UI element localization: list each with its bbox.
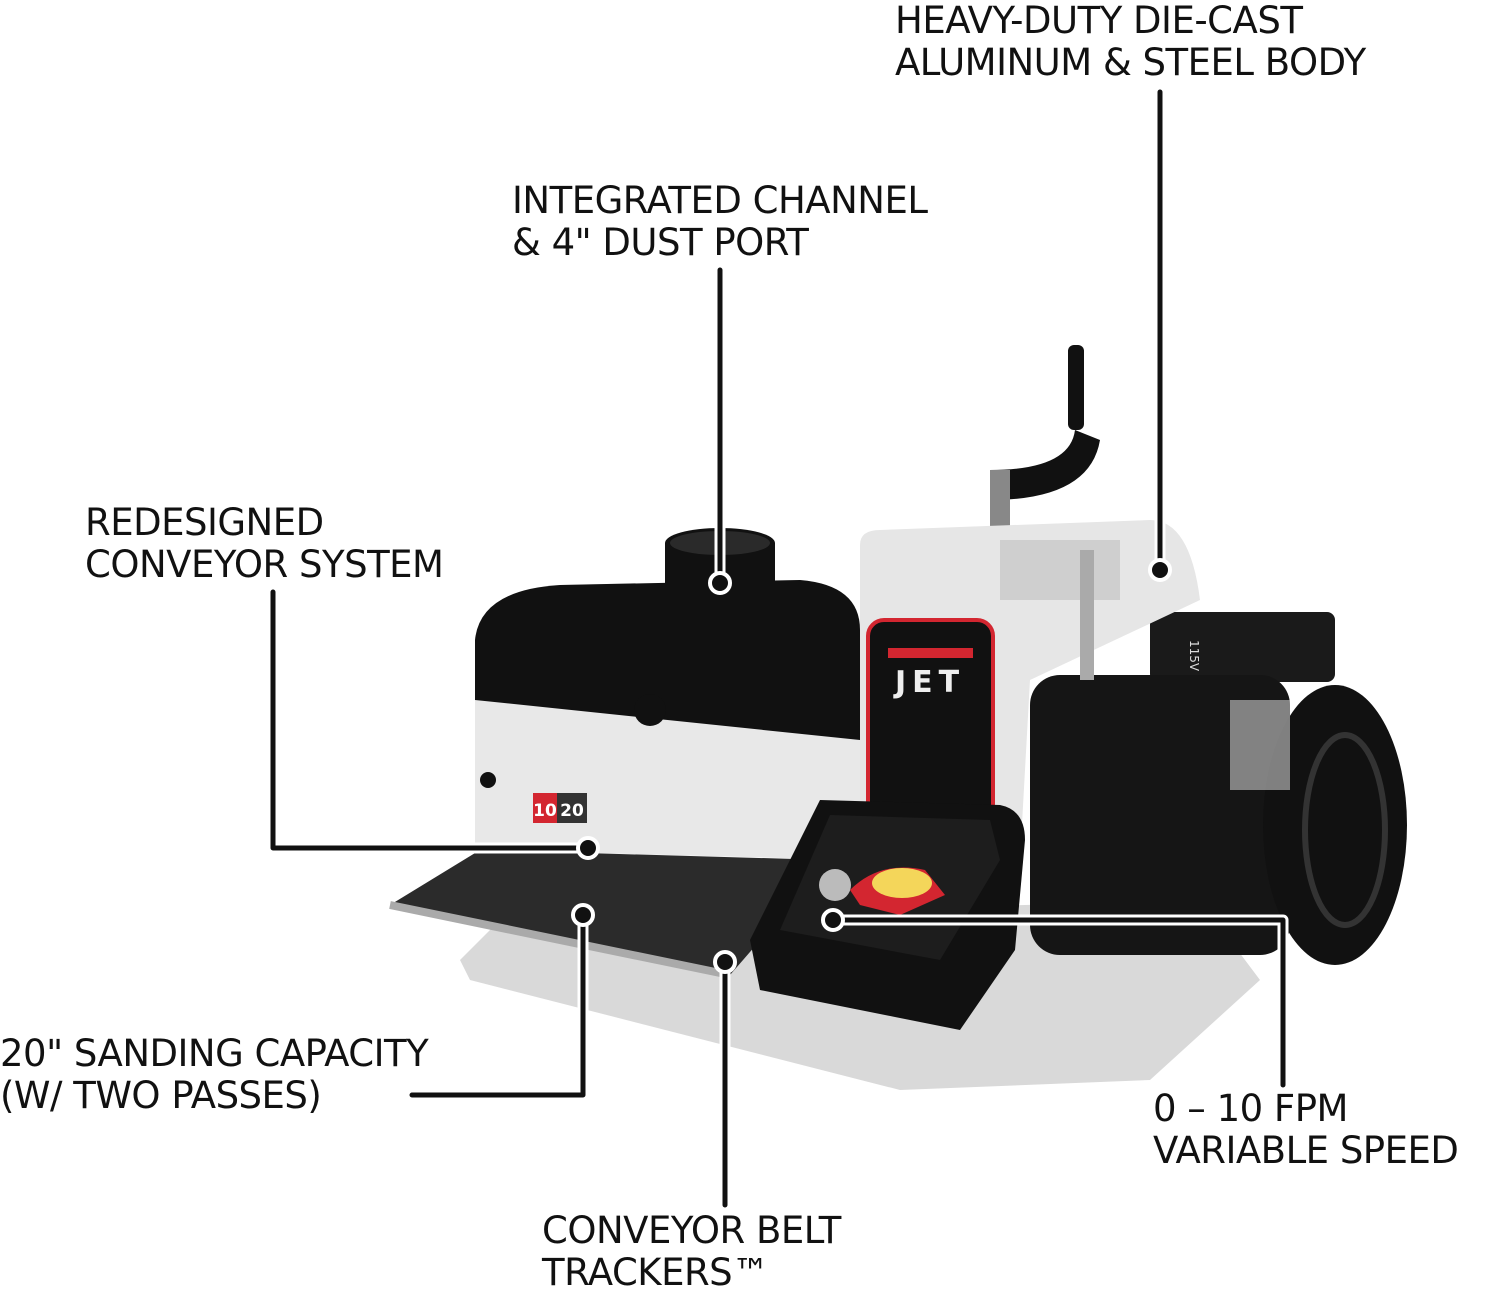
callout-lines [267, 86, 1289, 1211]
motor: 115V [1030, 612, 1407, 965]
housing-knob [634, 694, 666, 726]
callout-line: CONVEYOR BELT [542, 1209, 841, 1252]
callout-line: REDESIGNED [85, 501, 324, 544]
callout-line: INTEGRATED CHANNEL [512, 179, 928, 222]
model-number-left: 10 [533, 801, 557, 821]
brand-logo: JET [893, 665, 965, 700]
speed-dial [819, 869, 851, 901]
callout-line: CONVEYOR SYSTEM [85, 543, 444, 586]
callout-line: TRACKERS™ [542, 1251, 769, 1294]
callout-trackers: CONVEYOR BELT TRACKERS™ [542, 1210, 841, 1294]
callout-body: HEAVY-DUTY DIE-CAST ALUMINUM & STEEL BOD… [895, 0, 1366, 84]
height-crank [990, 345, 1100, 530]
callout-line: & 4" DUST PORT [512, 221, 809, 264]
callout-conveyor: REDESIGNED CONVEYOR SYSTEM [85, 501, 444, 586]
callout-line: (W/ TWO PASSES) [0, 1074, 322, 1117]
callout-line: ALUMINUM & STEEL BODY [895, 41, 1366, 84]
model-badge [533, 793, 557, 823]
callout-line: 0 – 10 FPM [1153, 1087, 1348, 1130]
callout-capacity: 20" SANDING CAPACITY (W/ TWO PASSES) [0, 1032, 429, 1117]
callout-line: 20" SANDING CAPACITY [0, 1032, 429, 1075]
model-number-right: 20 [560, 801, 584, 821]
callout-dust-port: INTEGRATED CHANNEL & 4" DUST PORT [512, 179, 928, 264]
conveyor-belt [390, 850, 830, 975]
voltage-label: 115V [1187, 640, 1201, 672]
callout-line: HEAVY-DUTY DIE-CAST [895, 0, 1303, 42]
callout-line: VARIABLE SPEED [1153, 1129, 1459, 1172]
callout-speed: 0 – 10 FPM VARIABLE SPEED [1153, 1087, 1459, 1172]
